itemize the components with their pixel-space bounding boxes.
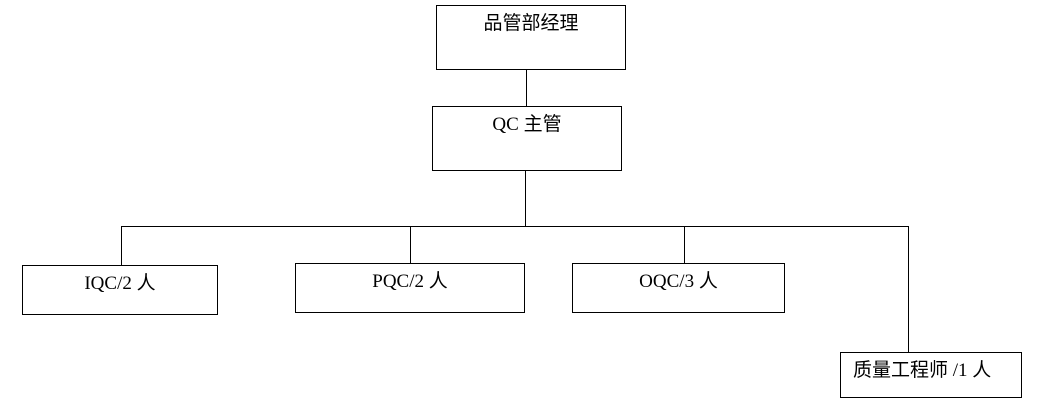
- org-node-label-oqc: OQC/3 人: [639, 271, 718, 292]
- org-node-label-qa-manager: 品管部经理: [483, 13, 579, 34]
- connector-manager-to-supervisor: [526, 70, 527, 106]
- org-node-qa-manager[interactable]: 品管部经理: [436, 5, 626, 70]
- connector-bus-to-quality-engineer: [908, 226, 909, 352]
- org-node-label-qc-supervisor: QC 主管: [492, 114, 562, 135]
- connector-bus-to-oqc: [684, 226, 685, 263]
- connector-sibling-bus: [121, 226, 909, 227]
- org-node-iqc[interactable]: IQC/2 人: [22, 265, 218, 315]
- org-node-pqc[interactable]: PQC/2 人: [295, 263, 525, 313]
- org-node-label-iqc: IQC/2 人: [84, 273, 156, 294]
- org-node-label-pqc: PQC/2 人: [372, 271, 448, 292]
- connector-bus-to-pqc: [410, 226, 411, 263]
- org-node-quality-engineer[interactable]: 质量工程师 /1 人: [840, 352, 1022, 398]
- org-node-qc-supervisor[interactable]: QC 主管: [432, 106, 622, 171]
- connector-bus-to-iqc: [121, 226, 122, 265]
- connector-supervisor-drop: [525, 171, 526, 226]
- org-node-label-quality-engineer: 质量工程师 /1 人: [853, 360, 992, 381]
- org-node-oqc[interactable]: OQC/3 人: [572, 263, 785, 313]
